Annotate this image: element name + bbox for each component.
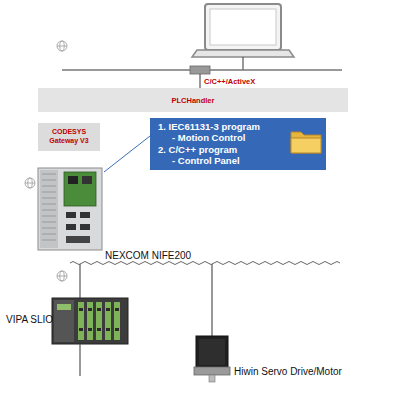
globe-icon <box>25 178 35 188</box>
network-connector <box>190 66 210 74</box>
io-wire <box>79 344 80 376</box>
node-text: 1. IEC61131-3 program <box>158 121 286 132</box>
node-text: - Control Panel <box>158 155 286 166</box>
gateway-box: CODESYS Gateway V3 <box>38 123 100 151</box>
fieldbus-drop <box>79 264 80 298</box>
interface-label: C/C++/ActiveX <box>204 77 255 86</box>
globe-icon <box>57 271 67 281</box>
node-text: PLCHandler <box>42 96 344 105</box>
node-text: 2. C/C++ program <box>158 144 286 155</box>
network-wire <box>242 57 243 70</box>
node-text: CODESYS Gateway V3 <box>41 128 97 146</box>
program-box: 1. IEC61131-3 program- Motion Control2. … <box>150 118 326 170</box>
fieldbus-line <box>70 262 340 265</box>
leader-line <box>104 136 150 172</box>
laptop-icon <box>192 4 294 57</box>
globe-icon <box>57 41 67 51</box>
ipc-device <box>38 168 102 250</box>
device-label: VIPA SLIO <box>6 314 53 325</box>
network-wire <box>199 74 200 88</box>
device-label: Hiwin Servo Drive/Motor <box>234 366 342 377</box>
software-band: PLCHandler <box>38 88 348 112</box>
device-label: NEXCOM NIFE200 <box>105 250 191 261</box>
fieldbus-drop <box>211 264 212 336</box>
folder-icon <box>290 128 322 154</box>
servo-motor <box>194 336 230 382</box>
node-text: - Motion Control <box>158 132 286 143</box>
io-module <box>52 298 128 344</box>
